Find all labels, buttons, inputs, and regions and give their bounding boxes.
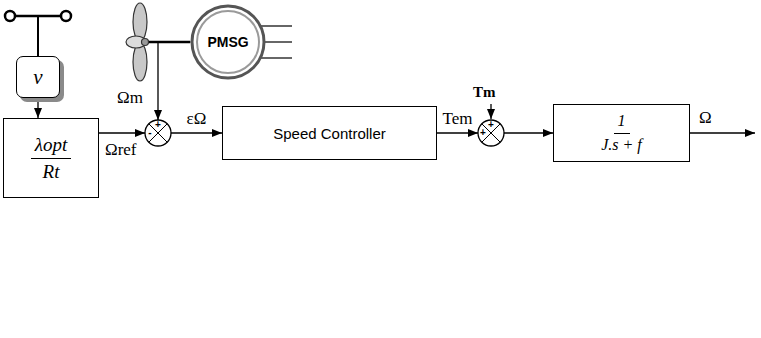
box-label: Speed Controller	[273, 125, 386, 142]
signal-connector	[171, 132, 222, 133]
summing-junction: ++	[477, 119, 505, 147]
denominator: J.s + f	[597, 134, 646, 154]
signal-connector	[99, 132, 145, 133]
signal-name: Ωref	[104, 140, 138, 160]
signal-name: Ω	[698, 108, 713, 128]
signal-name: εΩ	[186, 109, 208, 129]
numerator: 1	[614, 112, 630, 133]
signal-name: Ωm	[116, 88, 144, 108]
signal-connector	[37, 98, 38, 118]
anemometer	[5, 11, 71, 56]
signal-name: Tem	[442, 109, 474, 129]
summing-junction: +-	[144, 119, 172, 147]
box-label: v	[33, 65, 42, 90]
wind-speed-box: v	[16, 56, 60, 98]
signal-connector	[504, 132, 553, 133]
sign-label: +	[480, 128, 486, 138]
sign-label: +	[488, 120, 494, 130]
numerator: λopt	[31, 134, 72, 159]
signal-connector	[437, 132, 478, 133]
controller-box: Speed Controller	[222, 106, 437, 160]
sign-label: -	[148, 128, 151, 138]
signal-name: Tm	[472, 84, 497, 101]
generator-label: PMSG	[207, 34, 248, 50]
generator-circle: PMSG	[190, 4, 266, 80]
transfer-function-box: 1J.s + f	[553, 104, 690, 162]
denominator: Rt	[39, 159, 64, 183]
gain-box: λoptRt	[3, 118, 99, 198]
torque-input-arrow	[490, 104, 491, 119]
sign-label: +	[155, 120, 161, 130]
speed-output-arrow	[690, 132, 755, 133]
